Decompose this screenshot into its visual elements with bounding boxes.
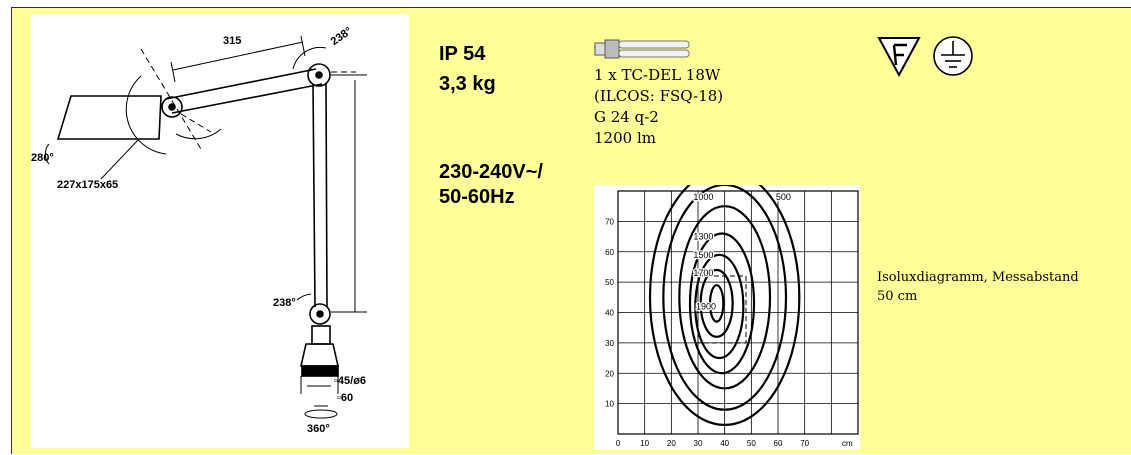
y-tick-label: 70 <box>605 217 614 226</box>
lamp-line-4: 1200 lm <box>594 129 656 147</box>
lamp-technical-drawing: 315 238° 280° 227x175x65 238° ▫45/ø6 ▫60… <box>31 14 409 448</box>
y-tick-label: 20 <box>605 369 614 378</box>
chart-caption: Isoluxdiagramm, Messabstand 50 cm <box>877 268 1079 306</box>
lower-angle-label: 238° <box>273 297 296 309</box>
x-tick-label: 30 <box>694 439 703 448</box>
lamp-drawing-svg: 315 238° 280° 227x175x65 238° ▫45/ø6 ▫60… <box>31 25 367 435</box>
contour-label-1300: 1300 <box>693 232 713 242</box>
lamp-line-2: (ILCOS: FSQ-18) <box>594 87 724 105</box>
lamp-info: 1 x TC-DEL 18W (ILCOS: FSQ-18) G 24 q-2 … <box>594 65 723 149</box>
caption-line-1: Isoluxdiagramm, Messabstand <box>877 270 1079 285</box>
head-joint <box>161 96 183 118</box>
contour-1000 <box>678 205 772 390</box>
x-tick-label: 50 <box>747 439 756 448</box>
isolux-chart-svg: 75050010001300150017001900 0102030405060… <box>605 159 859 448</box>
voltage: 230-240V~/ <box>439 161 543 183</box>
x-tick-label: 60 <box>774 439 783 448</box>
contour-1300 <box>688 232 756 375</box>
x-tick-label: 10 <box>640 439 649 448</box>
base-rotation-label: 360° <box>307 423 330 435</box>
x-tick-label: 70 <box>800 439 809 448</box>
contour-1700 <box>699 268 734 338</box>
top-angle-label: 238° <box>329 25 355 48</box>
protective-earth-icon <box>933 36 973 76</box>
arm-length-label: 315 <box>223 35 241 47</box>
y-tick-label: 40 <box>605 309 614 318</box>
y-tick-label: 10 <box>605 400 614 409</box>
y-tick-label: 60 <box>605 248 614 257</box>
x-axis-label: cm <box>842 439 853 448</box>
measurement-area-rect <box>697 275 747 344</box>
caption-line-2: 50 cm <box>877 289 918 304</box>
y-tick-label: 30 <box>605 339 614 348</box>
head-rotation-label: 280° <box>31 152 54 164</box>
weight: 3,3 kg <box>439 73 496 95</box>
contour-label-1900: 1900 <box>696 301 716 311</box>
lower-joint <box>309 303 331 325</box>
top-joint <box>307 63 331 87</box>
contour-1900 <box>708 284 725 323</box>
x-tick-label: 20 <box>667 439 676 448</box>
frequency: 50-60Hz <box>439 186 515 208</box>
contour-label-1500: 1500 <box>693 250 713 260</box>
ip-rating: IP 54 <box>439 43 486 65</box>
head-size-label: 227x175x65 <box>57 179 118 191</box>
fluorescent-tube-icon <box>594 39 690 59</box>
y-tick-label: 50 <box>605 278 614 287</box>
contour-1500 <box>694 253 745 360</box>
clamp-size-label: ▫45/ø6 <box>334 375 366 387</box>
contour-label-500: 500 <box>776 192 791 202</box>
contour-500 <box>662 183 788 411</box>
contour-label-1700: 1700 <box>693 268 713 278</box>
lamp-line-1: 1 x TC-DEL 18W <box>594 66 721 84</box>
contour-label-1000: 1000 <box>693 192 713 202</box>
lamp-head-shape <box>56 95 162 140</box>
x-tick-label: 0 <box>616 439 621 448</box>
x-tick-label: 40 <box>720 439 729 448</box>
lamp-line-3: G 24 q-2 <box>594 108 659 126</box>
base-width-label: ▫60 <box>337 392 353 404</box>
isolux-chart: 75050010001300150017001900 0102030405060… <box>594 159 860 450</box>
f-mark-icon <box>877 37 921 78</box>
